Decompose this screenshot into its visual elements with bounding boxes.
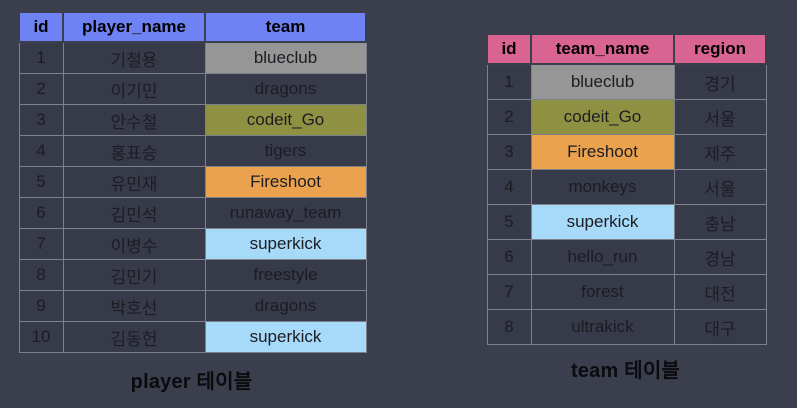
team-row5-region: 충남	[673, 204, 767, 240]
player-row9-player_name: 박호선	[62, 290, 206, 322]
team-row4-region: 서울	[673, 169, 767, 205]
team-row4-team_name: monkeys	[530, 169, 675, 205]
team-row7-region: 대전	[673, 274, 767, 310]
player-row3-player_name: 안수철	[62, 104, 206, 136]
team-table-caption: team 테이블	[570, 360, 681, 382]
player-row6-id: 6	[18, 197, 64, 229]
team-row2-id: 2	[486, 99, 532, 135]
player-col-header-player_name: player_name	[62, 11, 206, 43]
player-row1-player_name: 기철용	[62, 41, 206, 74]
player-row9-id: 9	[18, 290, 64, 322]
player-row3-id: 3	[18, 104, 64, 136]
player-row9-team: dragons	[204, 290, 367, 322]
team-row2-region: 서울	[673, 99, 767, 135]
team-row8-team_name: ultrakick	[530, 309, 675, 345]
team-row1-region: 경기	[673, 63, 767, 100]
player-row2-player_name: 이기민	[62, 73, 206, 105]
player-row5-id: 5	[18, 166, 64, 198]
team-row5-id: 5	[486, 204, 532, 240]
team-row6-team_name: hello_run	[530, 239, 675, 275]
player-row6-team: runaway_team	[204, 197, 367, 229]
player-row2-id: 2	[18, 73, 64, 105]
player-row2-team: dragons	[204, 73, 367, 105]
team-row5-team_name: superkick	[530, 204, 675, 240]
team-row3-team_name: Fireshoot	[530, 134, 675, 170]
player-row7-id: 7	[18, 228, 64, 260]
player-col-header-team: team	[204, 11, 367, 43]
player-row5-team: Fireshoot	[204, 166, 367, 198]
team-row1-team_name: blueclub	[530, 63, 675, 100]
player-row7-team: superkick	[204, 228, 367, 260]
player-row4-team: tigers	[204, 135, 367, 167]
player-row7-player_name: 이병수	[62, 228, 206, 260]
player-row5-player_name: 유민재	[62, 166, 206, 198]
player-row4-player_name: 홍표승	[62, 135, 206, 167]
team-col-header-id: id	[486, 33, 532, 65]
team-row2-team_name: codeit_Go	[530, 99, 675, 135]
team-row8-id: 8	[486, 309, 532, 345]
player-row10-team: superkick	[204, 321, 367, 353]
team-col-header-team_name: team_name	[530, 33, 675, 65]
player-row10-id: 10	[18, 321, 64, 353]
player-col-header-id: id	[18, 11, 64, 43]
team-row6-id: 6	[486, 239, 532, 275]
team-row1-id: 1	[486, 63, 532, 100]
player-row8-id: 8	[18, 259, 64, 291]
player-row10-player_name: 김동헌	[62, 321, 206, 353]
team-row4-id: 4	[486, 169, 532, 205]
team-row6-region: 경남	[673, 239, 767, 275]
player-row4-id: 4	[18, 135, 64, 167]
player-table-caption: player 테이블	[130, 371, 253, 393]
team-row7-id: 7	[486, 274, 532, 310]
team-row3-id: 3	[486, 134, 532, 170]
player-row8-player_name: 김민기	[62, 259, 206, 291]
player-row6-player_name: 김민석	[62, 197, 206, 229]
player-row8-team: freestyle	[204, 259, 367, 291]
player-row1-id: 1	[18, 41, 64, 74]
team-row3-region: 제주	[673, 134, 767, 170]
team-row7-team_name: forest	[530, 274, 675, 310]
team-row8-region: 대구	[673, 309, 767, 345]
player-row1-team: blueclub	[204, 41, 367, 74]
player-row3-team: codeit_Go	[204, 104, 367, 136]
team-col-header-region: region	[673, 33, 767, 65]
